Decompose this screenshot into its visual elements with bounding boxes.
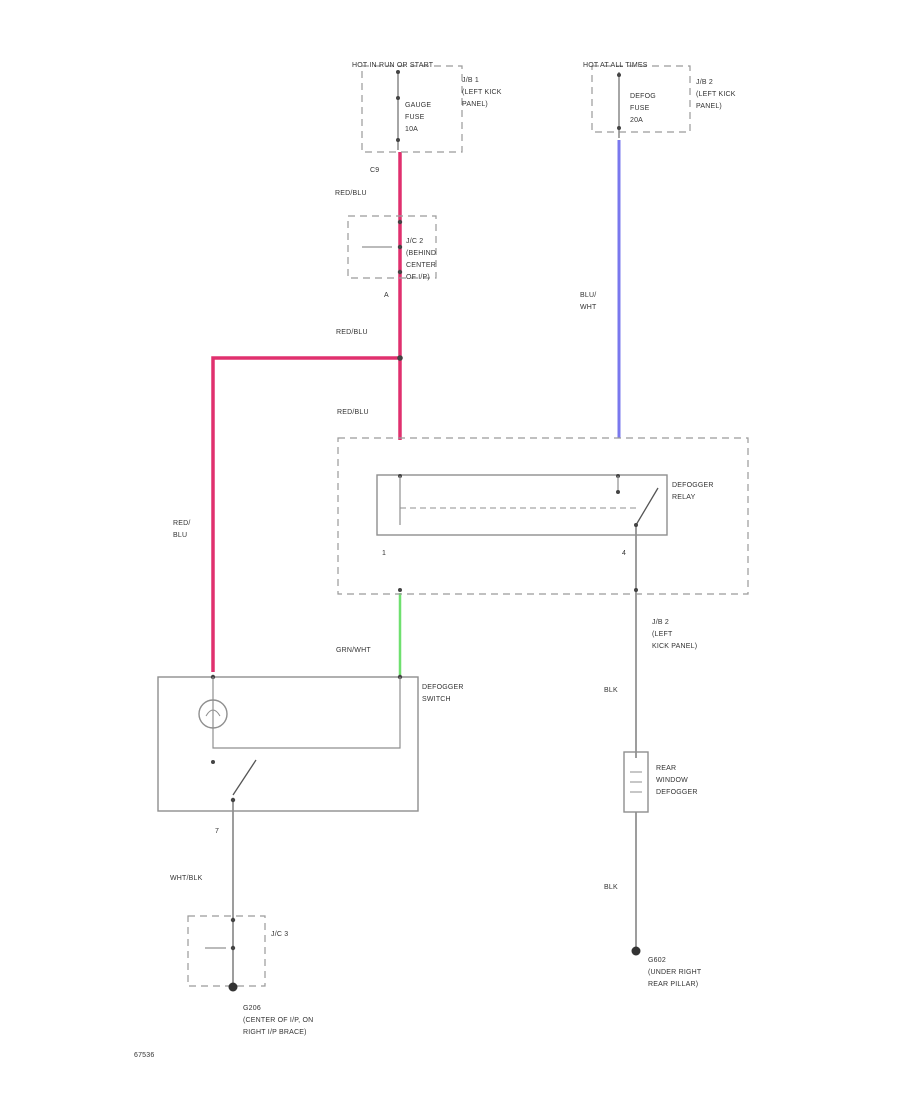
pin-4-label: 4 (622, 550, 626, 557)
blk-label-2: BLK (604, 884, 618, 891)
jc2-box (347, 215, 437, 279)
red-blu-label-3: RED/BLU (337, 409, 369, 416)
red-blu-label-1: RED/BLU (335, 190, 367, 197)
defog-fuse-label: DEFOG FUSE 20A (630, 93, 658, 124)
relay-contact-fixed (616, 490, 620, 494)
switch-contact-upper (211, 760, 215, 764)
switch-arm (232, 759, 257, 796)
ground-left-label: G206 (CENTER OF I/P, ON RIGHT I/P BRACE) (243, 1005, 316, 1036)
jb1-box (361, 65, 463, 153)
jc3-label: J/C 3 (271, 931, 288, 938)
c9-label: C9 (370, 167, 379, 174)
jb1-label: J/B 1 (LEFT KICK PANEL) (462, 77, 504, 108)
relay-inner-box (376, 474, 668, 536)
red-blu-label-2: RED/BLU (336, 329, 368, 336)
jc2-terminal-top (397, 219, 403, 225)
figure-code: 67536 (134, 1052, 154, 1059)
rear-defogger-element (630, 771, 642, 793)
hot-run-start-label: HOT IN RUN OR START (352, 62, 434, 69)
fuse-terminal-bottom (396, 138, 400, 142)
jb2-top-label: J/B 2 (LEFT KICK PANEL) (696, 79, 738, 110)
jc2-label: J/C 2 (BEHIND CENTER OF I/P) (406, 238, 438, 281)
hot-all-times-label: HOT AT ALL TIMES (583, 62, 648, 69)
wht-blk-label: WHT/BLK (170, 875, 203, 882)
jc2-terminal-bottom (397, 269, 403, 275)
jb2-bottom-label: J/B 2 (LEFT KICK PANEL) (652, 619, 697, 650)
gauge-fuse-label: GAUGE FUSE 10A (405, 102, 433, 133)
rear-defogger-label: REAR WINDOW DEFOGGER (656, 765, 698, 796)
defog-fuse-terminal-bottom (617, 126, 621, 130)
pin-7-label: 7 (215, 828, 219, 835)
defogger-relay-label: DEFOGGER RELAY (672, 482, 716, 501)
fuse-terminal-top (396, 70, 400, 74)
red-blu-left-label: RED/ BLU (173, 520, 193, 539)
switch-contact-lower (230, 797, 236, 803)
jc3-box (187, 915, 266, 987)
pin-1-label: 1 (382, 550, 386, 557)
ground-left-icon (228, 982, 238, 992)
relay-outer-box (337, 437, 749, 595)
jc3-terminal-mid (230, 945, 236, 951)
splice-point (397, 355, 403, 361)
indicator-lamp-filament (205, 709, 221, 717)
relay-pin-1 (398, 588, 402, 592)
rear-defogger-box (623, 751, 649, 813)
fuse-terminal-mid (396, 96, 400, 100)
jc2-terminal-mid (397, 244, 403, 250)
ground-right-label: G602 (UNDER RIGHT REAR PILLAR) (648, 957, 703, 988)
defogger-switch-box (157, 676, 419, 812)
relay-pin-4 (634, 588, 638, 592)
relay-switch-arm (635, 487, 659, 526)
indicator-lamp-icon (198, 699, 228, 729)
red-blu-wire-left (211, 356, 400, 672)
switch-indicator-circuit (212, 677, 401, 749)
ground-right-icon (631, 946, 641, 956)
pin-a-label: A (384, 292, 389, 299)
blk-label-1: BLK (604, 687, 618, 694)
jc3-terminal-top (230, 917, 236, 923)
defogger-switch-label: DEFOGGER SWITCH (422, 684, 466, 703)
grn-wht-label: GRN/WHT (336, 647, 371, 654)
relay-contact-pivot (634, 523, 638, 527)
jb2-top-box (591, 65, 691, 133)
blu-wht-label: BLU/ WHT (580, 292, 599, 311)
defog-fuse-terminal-top (617, 73, 621, 77)
